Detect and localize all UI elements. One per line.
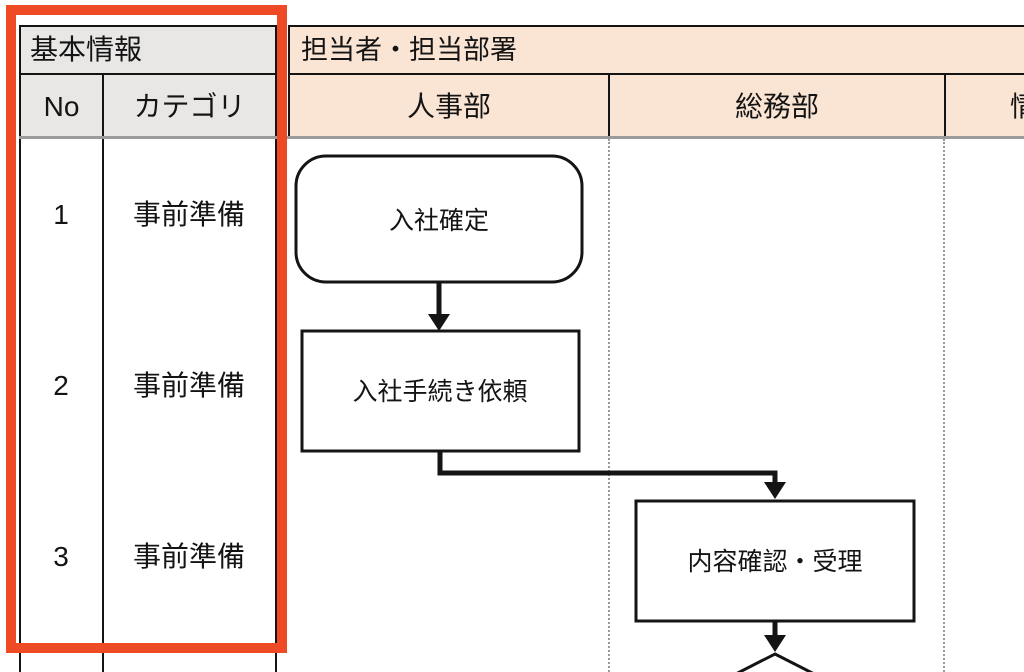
flow-node-terminator <box>294 154 584 284</box>
lane-header-clipped-label: 情 <box>1010 93 1024 121</box>
column-header-category: カテゴリ <box>102 73 277 139</box>
basic-info-title: 基本情報 <box>30 34 143 65</box>
connector-1-2-arrowhead <box>428 314 450 331</box>
column-header-category-label: カテゴリ <box>133 91 246 122</box>
flow-node-process-2 <box>634 499 916 623</box>
row-2-category: 事前準備 <box>132 370 246 401</box>
row-2-no: 2 <box>53 370 69 401</box>
table-border-left <box>19 136 21 672</box>
table-border-right <box>275 136 277 672</box>
row-3-category: 事前準備 <box>132 541 246 572</box>
row-3-no: 3 <box>53 541 69 572</box>
flow-node-decision <box>736 652 814 672</box>
connector-2-3-line <box>437 452 778 485</box>
connector-2-3-arrowhead <box>764 482 786 499</box>
flow-node-process-1 <box>300 329 581 453</box>
flow-node-process-2-label: 内容確認・受理 <box>687 548 862 576</box>
lane-header-soumubu: 総務部 <box>608 73 946 139</box>
department-header-cell: 担当者・担当部署 <box>288 25 1024 75</box>
header-underline <box>19 136 1024 139</box>
column-header-no: No <box>19 73 104 139</box>
lane-header-jinjibu-label: 人事部 <box>406 91 491 122</box>
table-border-mid <box>102 136 104 672</box>
lane-divider-1 <box>608 139 610 672</box>
flow-node-terminator-label: 入社確定 <box>389 207 489 235</box>
basic-info-header-cell: 基本情報 <box>19 25 277 75</box>
lane-header-clipped: 情 <box>944 73 1024 139</box>
row-1-no: 1 <box>53 199 69 230</box>
row-1-category: 事前準備 <box>132 199 246 230</box>
department-header-title: 担当者・担当部署 <box>301 34 517 65</box>
lane-header-soumubu-label: 総務部 <box>734 91 819 122</box>
flow-node-process-1-label: 入社手続き依頼 <box>352 378 527 406</box>
connector-3-4-arrowhead <box>764 635 786 652</box>
column-header-no-label: No <box>43 91 80 122</box>
lane-divider-2 <box>943 139 945 672</box>
